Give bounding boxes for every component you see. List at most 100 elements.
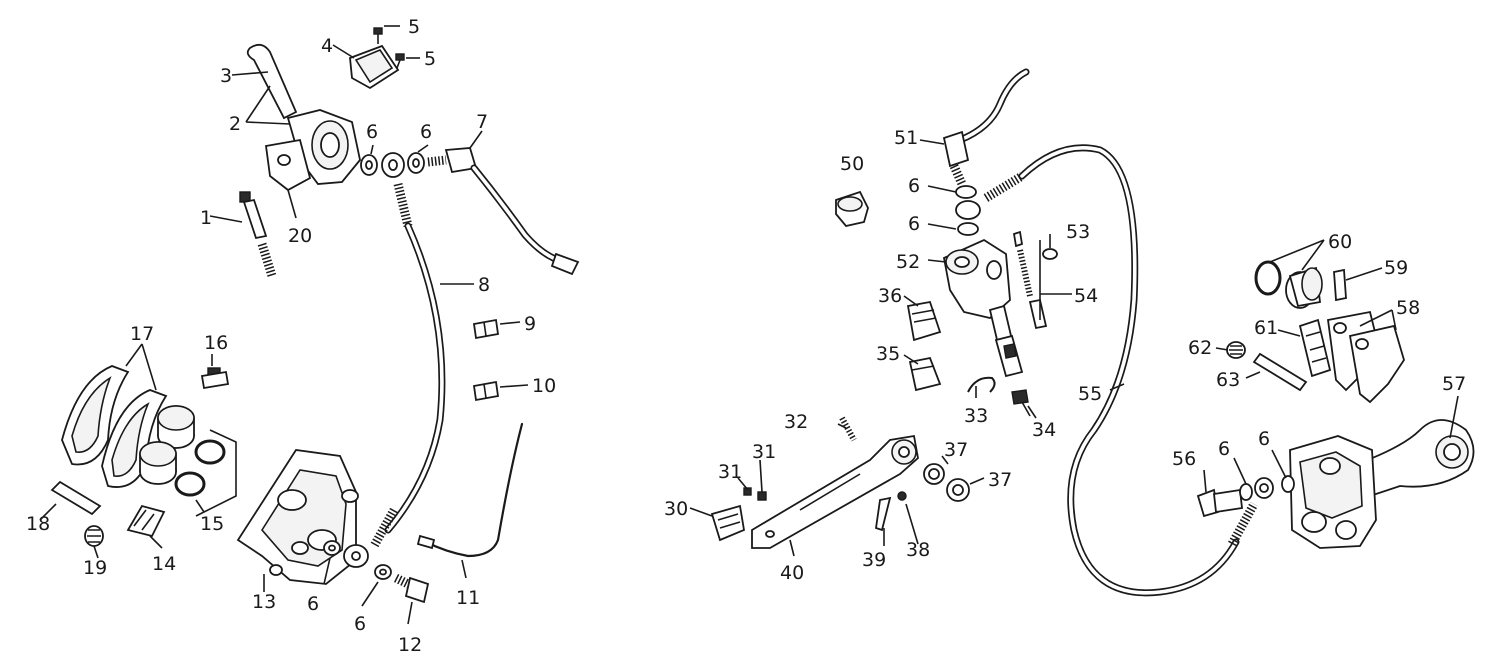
part-piston-seal-upper [194,439,226,465]
callout-6-rear-b: 6 [908,213,920,235]
callout-9: 9 [524,313,536,335]
callout-6-lower-b: 6 [354,613,366,635]
part-washer-top-1 [360,154,378,176]
part-pivot-bolt-39 [875,496,892,532]
part-rear-bleeder-59 [1333,268,1347,302]
callout-61: 61 [1254,317,1278,339]
callout-32: 32 [784,411,808,433]
callout-13: 13 [252,591,276,613]
part-brake-lever [246,43,298,120]
callout-57: 57 [1442,373,1466,395]
part-banjo-top [381,152,405,178]
part-pin-spring [84,525,104,547]
callout-35: 35 [876,343,900,365]
callout-16: 16 [204,332,228,354]
callout-4: 4 [321,35,333,57]
leader-lines-right [689,139,1459,557]
part-brake-pedal [751,434,919,549]
callout-52: 52 [896,251,920,273]
part-pin-spring-62 [1226,341,1246,359]
callout-18: 18 [26,513,50,535]
part-pad-spring [126,504,166,538]
callout-63: 63 [1216,369,1240,391]
callout-38: 38 [906,539,930,561]
part-rear-brake-hose [983,144,1258,597]
callout-30: 30 [664,498,688,520]
part-brake-pad-inner [101,389,168,488]
callout-33: 33 [964,405,988,427]
part-small-washer-53 [1042,248,1058,260]
part-pad-pin [50,480,102,516]
callout-39: 39 [862,549,886,571]
part-banjo-lower [343,544,369,568]
callout-8: 8 [478,274,490,296]
part-group-bracket-15 [195,429,237,517]
part-rear-caliper [1289,435,1377,549]
part-washer-38 [897,491,907,501]
callout-56: 56 [1172,448,1196,470]
part-banjo-bolt-56 [1196,488,1243,518]
part-reservoir-cap-50 [835,190,869,227]
part-bleeder-valve [239,191,277,278]
callout-40: 40 [780,562,804,584]
callout-6-rear-c: 6 [1218,438,1230,460]
part-boot-36 [906,300,942,342]
part-bolt-31-a [743,487,752,496]
callout-1: 1 [200,207,212,229]
callout-6-lower-a: 6 [307,593,319,615]
part-pedal-tip-30 [710,504,746,542]
callout-58: 58 [1396,297,1420,319]
callout-6-top-b: 6 [420,121,432,143]
callout-6-rear-a: 6 [908,175,920,197]
part-washer-lower-1 [323,540,341,556]
part-boot-35 [908,356,942,392]
callout-31-a: 31 [752,441,776,463]
part-rear-master-cylinder [942,238,1014,346]
part-front-brake-hose [370,182,446,549]
part-banjo-bolt-12 [393,573,430,604]
callout-6-rear-d: 6 [1258,428,1270,450]
part-banjo-rear [955,200,981,220]
part-piston-upper [157,405,195,449]
part-brake-pad-outer [61,365,130,466]
part-hose-fitting-51 [942,130,970,186]
part-banjo-rear-lower [1254,477,1274,499]
callout-34: 34 [1032,419,1056,441]
part-hose-clip-9 [472,318,500,340]
part-cap-screw-b [395,53,405,69]
callout-50: 50 [840,153,864,175]
callout-36: 36 [878,285,902,307]
part-pin-34 [1011,389,1031,417]
part-brake-light-cable [416,422,524,558]
callout-20: 20 [288,225,312,247]
callout-11: 11 [456,587,480,609]
part-rear-brake-pads [1326,310,1405,404]
part-clip-33 [967,376,996,393]
callout-5-b: 5 [424,48,436,70]
callout-19: 19 [83,557,107,579]
part-washer-rear-1 [955,185,977,199]
part-rear-piston-seal [1254,260,1282,296]
callout-60: 60 [1328,231,1352,253]
callout-51: 51 [894,127,918,149]
part-piston-seal-lower [174,471,206,497]
part-washer-lower-2 [374,564,392,580]
callout-6-top-a: 6 [366,121,378,143]
part-spring-set-54 [1012,230,1048,330]
part-washer-rear-lower-1 [1239,483,1253,501]
callout-31-b: 31 [718,461,742,483]
callout-54: 54 [1074,285,1098,307]
part-pedal-bushing-37-a [923,463,945,485]
callout-14: 14 [152,553,176,575]
part-hose-clip-10 [472,380,500,402]
part-reservoir-hose [956,68,1030,144]
callout-10: 10 [532,375,556,397]
callout-2: 2 [229,113,241,135]
part-rear-piston [1285,266,1323,309]
callout-15: 15 [200,513,224,535]
part-washer-rear-lower-2 [1281,475,1295,493]
callout-62: 62 [1188,337,1212,359]
callout-37-b: 37 [988,469,1012,491]
